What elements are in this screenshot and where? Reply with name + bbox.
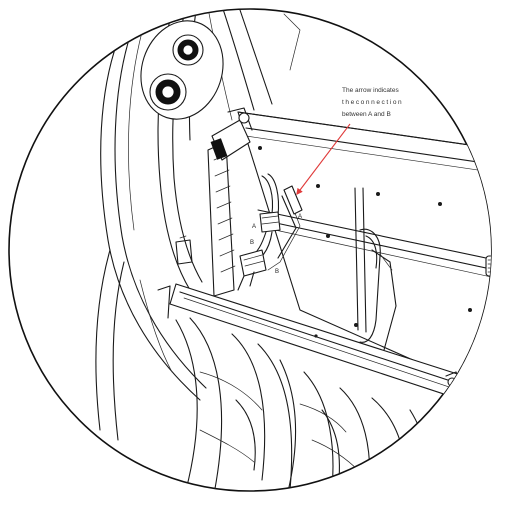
label-b-upper: B bbox=[250, 240, 254, 246]
label-a-left: A bbox=[252, 224, 256, 230]
label-b-lower: B bbox=[275, 269, 279, 275]
callout-line-1: The arrow indicates bbox=[342, 87, 399, 94]
connector-a-tab bbox=[283, 185, 303, 215]
callout-line-3: between A and B bbox=[342, 111, 391, 118]
hinge-arm bbox=[175, 107, 253, 297]
wire-harness bbox=[237, 173, 301, 291]
twin-speaker-knobs bbox=[140, 20, 224, 120]
seat-cushions bbox=[175, 317, 430, 491]
left-shell bbox=[95, 9, 301, 441]
label-a-right: A bbox=[298, 214, 302, 220]
right-bracket bbox=[359, 228, 491, 351]
callout-arrow bbox=[296, 123, 351, 196]
callout-line-2: theconnection bbox=[342, 99, 403, 106]
